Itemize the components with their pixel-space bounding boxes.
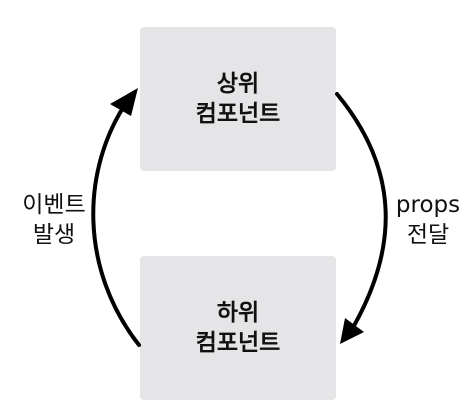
props-pass-label: props 전달: [388, 190, 468, 250]
child-component-box: 하위 컴포넌트: [140, 256, 336, 400]
parent-component-label-line2: 컴포넌트: [195, 101, 281, 127]
event-emit-label-line2: 발생: [32, 222, 76, 248]
props-pass-label-line1: props: [395, 192, 461, 218]
parent-component-box: 상위 컴포넌트: [140, 27, 336, 171]
event-up-arrowhead: [110, 88, 138, 116]
event-emit-label-line1: 이벤트: [22, 192, 86, 218]
event-up-arrow: [91, 98, 141, 347]
event-emit-label: 이벤트 발생: [12, 190, 96, 250]
props-down-arrowhead: [340, 318, 364, 344]
props-pass-label-line2: 전달: [406, 222, 450, 248]
parent-component-label-line1: 상위: [216, 71, 260, 97]
child-component-label-line2: 컴포넌트: [195, 330, 281, 356]
props-down-arrow: [335, 92, 388, 338]
child-component-label-line1: 하위: [216, 300, 260, 326]
